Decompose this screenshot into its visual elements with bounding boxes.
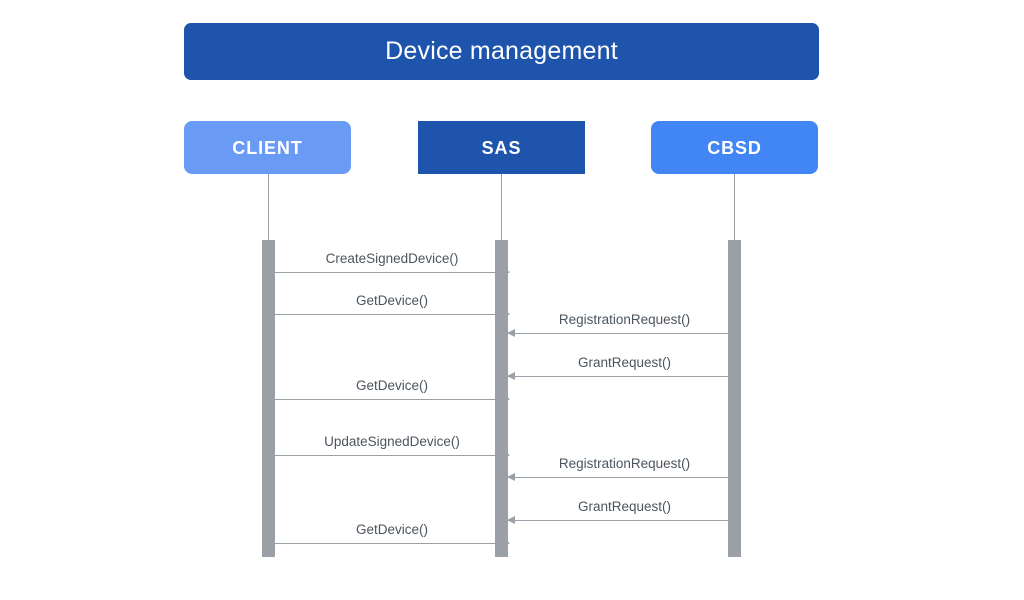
activation-bar-client xyxy=(262,240,275,557)
message-label-8: GrantRequest() xyxy=(577,498,672,514)
arrowhead-right-icon xyxy=(502,268,510,276)
message-label-6: UpdateSignedDevice() xyxy=(324,433,460,449)
arrowhead-left-icon xyxy=(507,473,515,481)
page-title: Device management xyxy=(385,37,618,65)
message-label-5: GetDevice() xyxy=(355,377,428,393)
participant-header-cbsd[interactable]: CBSD xyxy=(651,121,818,174)
message-line-5 xyxy=(275,399,509,400)
message-label-1: CreateSignedDevice() xyxy=(325,250,459,266)
message-label-2: GetDevice() xyxy=(355,292,428,308)
diagram-title-bar: Device management xyxy=(184,23,819,80)
message-label-7: RegistrationRequest() xyxy=(558,455,691,471)
message-line-4 xyxy=(508,376,741,377)
lifeline-sas xyxy=(501,174,502,240)
message-line-6 xyxy=(275,455,509,456)
message-line-3 xyxy=(508,333,741,334)
arrowhead-right-icon xyxy=(502,395,510,403)
message-line-8 xyxy=(508,520,741,521)
message-label-3: RegistrationRequest() xyxy=(558,311,691,327)
participant-label-cbsd: CBSD xyxy=(707,137,762,158)
participant-header-sas[interactable]: SAS xyxy=(418,121,585,174)
arrowhead-right-icon xyxy=(502,539,510,547)
arrowhead-left-icon xyxy=(507,516,515,524)
arrowhead-right-icon xyxy=(502,451,510,459)
lifeline-client xyxy=(268,174,269,240)
arrowhead-left-icon xyxy=(507,372,515,380)
message-line-9 xyxy=(275,543,509,544)
message-line-2 xyxy=(275,314,509,315)
activation-bar-sas xyxy=(495,240,508,557)
arrowhead-right-icon xyxy=(502,310,510,318)
message-line-7 xyxy=(508,477,741,478)
message-label-4: GrantRequest() xyxy=(577,354,672,370)
arrowhead-left-icon xyxy=(507,329,515,337)
participant-label-sas: SAS xyxy=(481,137,522,158)
message-line-1 xyxy=(275,272,509,273)
lifeline-cbsd xyxy=(734,174,735,240)
participant-header-client[interactable]: CLIENT xyxy=(184,121,351,174)
message-label-9: GetDevice() xyxy=(355,521,428,537)
participant-label-client: CLIENT xyxy=(232,137,303,158)
